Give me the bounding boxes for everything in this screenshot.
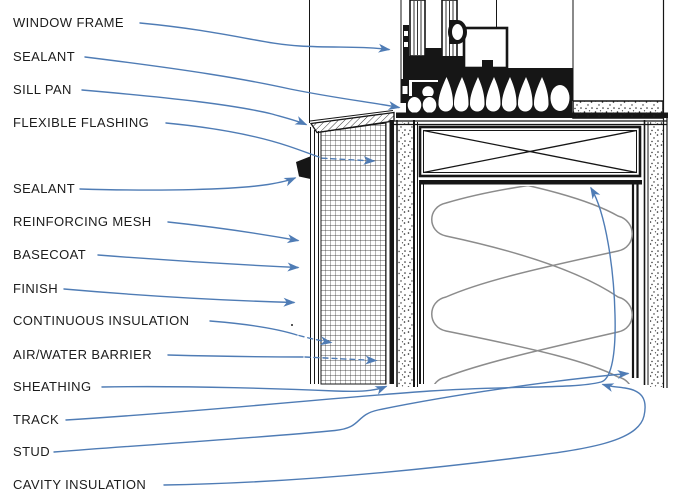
frame-roller-detail [448,20,467,44]
label-cavity-insulation: CAVITY INSULATION [13,477,147,492]
leader-lines [53,22,646,486]
label-track: TRACK [13,412,60,427]
label-sealant-lower: SEALANT [13,181,76,196]
track-section [418,125,642,178]
leader-air-water-barrier [167,354,304,358]
glazing-pane-left [409,0,426,57]
leader-continuous-insulation [209,320,298,336]
label-window-frame: WINDOW FRAME [13,15,124,30]
interior-sheathing-strip [643,120,663,387]
leader-basecoat [97,254,300,272]
label-stud: STUD [13,444,50,459]
leader-track [65,186,616,421]
sill-pan-profile [401,72,458,103]
exterior-sheathing-strip [398,120,418,387]
leader-flexible-flashing-dashed [321,155,376,165]
leader-window-frame [139,22,391,53]
leader-continuous-insulation-dashed [298,334,333,346]
label-finish: FINISH [13,281,59,296]
subsill-blocking [572,100,664,119]
leader-sill-pan [81,89,308,126]
sill-insulation-fill [406,74,572,113]
sealant-wedge [296,156,311,179]
leader-stud [53,369,630,453]
section-linework [309,0,668,388]
leader-sealant-lower [79,177,297,191]
label-continuous-insulation: CONTINUOUS INSULATION [13,313,190,328]
leader-finish [63,288,296,307]
stray-mark [291,324,293,326]
window-frame-assembly [396,0,668,119]
leader-air-water-barrier-dashed [304,355,378,365]
label-sealant-top: SEALANT [13,49,76,64]
label-reinforcing-mesh: REINFORCING MESH [13,214,152,229]
leader-flexible-flashing [165,122,320,158]
air-water-barrier-layer [389,120,398,387]
eifs-panel [310,122,387,385]
label-sill-pan: SILL PAN [13,82,72,97]
leader-cavity-insulation [163,383,646,486]
leader-sealant-top [84,56,401,110]
leader-sheathing [101,385,388,395]
label-basecoat: BASECOAT [13,247,87,262]
label-sheathing: SHEATHING [13,379,92,394]
leader-reinforcing-mesh [167,221,300,244]
label-flexible-flashing: FLEXIBLE FLASHING [13,115,150,130]
label-air-water-barrier: AIR/WATER BARRIER [13,347,152,362]
stud-cavity [419,180,642,384]
